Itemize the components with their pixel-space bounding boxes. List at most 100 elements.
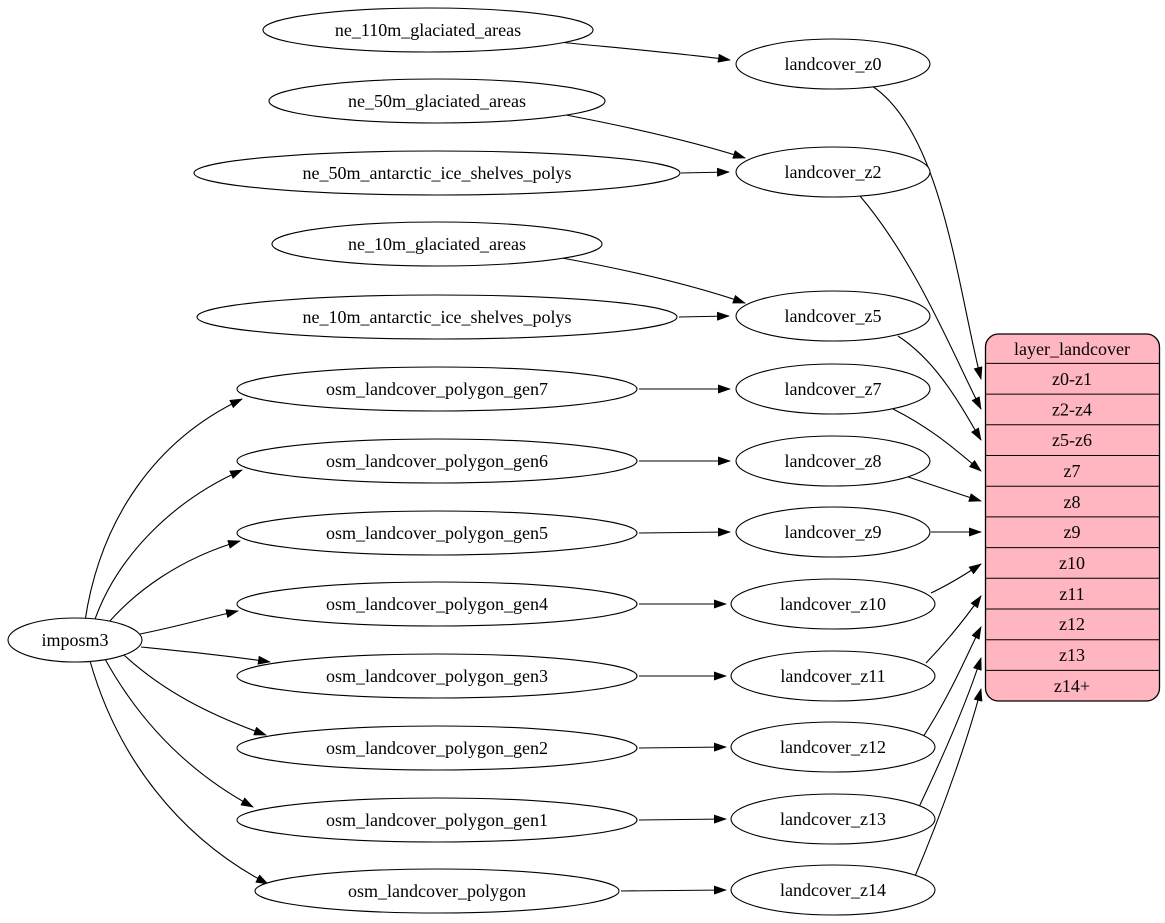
node-landcover-z2: landcover_z2	[735, 146, 931, 198]
node-ellipse	[730, 864, 936, 916]
node-ellipse	[7, 617, 143, 663]
record-row-z5-z6: z5-z6	[1052, 430, 1092, 450]
record-row-z2-z4: z2-z4	[1052, 400, 1092, 420]
record-row-z7: z7	[1064, 461, 1081, 481]
node-imposm3: imposm3	[7, 617, 143, 663]
node-landcover-z12: landcover_z12	[730, 721, 936, 773]
edge-z8-to-row-z8	[898, 473, 982, 502]
node-label: imposm3	[41, 630, 108, 650]
node-ellipse	[236, 797, 638, 843]
edge-imposm3-to-gen1	[104, 658, 254, 808]
node-ellipse	[262, 7, 594, 53]
edge-imposm3-to-gen2	[123, 654, 267, 736]
node-ellipse	[268, 78, 606, 124]
node-label: ne_50m_glaciated_areas	[348, 91, 526, 111]
node-osm-landcover-polygon-gen5: osm_landcover_polygon_gen5	[236, 510, 638, 556]
edge-layer	[84, 41, 983, 895]
node-ne-50m-antarctic-ice-shelves-polys: ne_50m_antarctic_ice_shelves_polys	[193, 150, 681, 196]
edge-ne10m-glaciated-to-z5	[561, 257, 746, 304]
edge-imposm3-to-gen6	[92, 469, 243, 626]
node-landcover-z8: landcover_z8	[735, 435, 931, 487]
node-landcover-z5: landcover_z5	[735, 290, 931, 342]
edge-z11-to-row-z11	[925, 595, 982, 664]
edge-ne50m-glaciated-to-z2	[565, 114, 746, 159]
node-ellipse	[735, 363, 931, 415]
node-label: osm_landcover_polygon_gen2	[326, 738, 548, 758]
node-label: osm_landcover_polygon_gen4	[326, 594, 548, 614]
node-ellipse	[196, 294, 678, 340]
edge-z10-to-row-z10	[930, 563, 982, 594]
node-label: landcover_z0	[785, 54, 882, 74]
node-landcover-z10: landcover_z10	[730, 578, 936, 630]
node-osm-landcover-polygon-gen6: osm_landcover_polygon_gen6	[236, 438, 638, 484]
node-ellipse	[735, 506, 931, 558]
node-ellipse	[735, 38, 931, 90]
edge-z7-to-row-z7	[892, 408, 982, 472]
node-ellipse	[730, 650, 936, 702]
node-ne-10m-antarctic-ice-shelves-polys: ne_10m_antarctic_ice_shelves_polys	[196, 294, 678, 340]
node-landcover-z9: landcover_z9	[735, 506, 931, 558]
node-ellipse	[730, 578, 936, 630]
edge-imposm3-to-gen5	[102, 540, 241, 630]
edge-ne110m-to-z0	[557, 41, 731, 63]
node-ellipse	[236, 581, 638, 627]
node-label: osm_landcover_polygon_gen7	[326, 379, 548, 399]
node-osm-landcover-polygon-gen2: osm_landcover_polygon_gen2	[236, 725, 638, 771]
edge-gen5-to-z9	[638, 527, 731, 537]
node-ellipse	[735, 290, 931, 342]
record-row-z0-z1: z0-z1	[1052, 369, 1092, 389]
edge-z2-to-row-z2z4	[859, 195, 982, 410]
node-label: landcover_z10	[780, 594, 886, 614]
node-ne-110m-glaciated-areas: ne_110m_glaciated_areas	[262, 7, 594, 53]
node-ellipse	[271, 221, 603, 267]
node-label: osm_landcover_polygon	[348, 881, 526, 901]
node-label: landcover_z13	[780, 809, 886, 829]
node-ellipse	[735, 435, 931, 487]
node-ne-10m-glaciated-areas: ne_10m_glaciated_areas	[271, 221, 603, 267]
node-layer-landcover-record: layer_landcover z0-z1 z2-z4 z5-z6 z7 z8 …	[984, 333, 1161, 702]
record-row-z11: z11	[1059, 584, 1084, 604]
node-ellipse	[730, 793, 936, 845]
node-ellipse	[236, 510, 638, 556]
edge-imposm3-to-polygon	[89, 660, 269, 885]
node-osm-landcover-polygon-gen4: osm_landcover_polygon_gen4	[236, 581, 638, 627]
node-landcover-z7: landcover_z7	[735, 363, 931, 415]
node-label: osm_landcover_polygon_gen1	[326, 810, 548, 830]
edge-ne10m-antarctic-to-z5	[678, 311, 730, 321]
node-label: osm_landcover_polygon_gen3	[326, 666, 548, 686]
edge-imposm3-to-gen4	[139, 609, 239, 635]
edge-imposm3-to-gen7	[84, 398, 243, 622]
node-label: landcover_z12	[780, 737, 886, 757]
record-row-z13: z13	[1059, 645, 1085, 665]
node-osm-landcover-polygon-gen7: osm_landcover_polygon_gen7	[236, 366, 638, 412]
node-ellipse	[236, 725, 638, 771]
node-ne-50m-glaciated-areas: ne_50m_glaciated_areas	[268, 78, 606, 124]
node-label: osm_landcover_polygon_gen5	[326, 523, 548, 543]
edge-z0-to-row-z0z1	[871, 85, 983, 380]
node-label: landcover_z14	[780, 880, 886, 900]
edge-polygon-to-z14	[620, 885, 727, 895]
node-landcover-z0: landcover_z0	[735, 38, 931, 90]
node-ellipse	[735, 146, 931, 198]
edge-z12-to-row-z12	[922, 626, 982, 738]
node-ellipse	[193, 150, 681, 196]
node-landcover-z11: landcover_z11	[730, 650, 936, 702]
edge-z13-to-row-z13	[917, 657, 982, 810]
record-row-z10: z10	[1059, 553, 1085, 573]
record-title: layer_landcover	[1014, 339, 1130, 359]
node-label: osm_landcover_polygon_gen6	[326, 451, 548, 471]
record-row-z9: z9	[1064, 522, 1081, 542]
node-label: landcover_z11	[780, 666, 885, 686]
node-osm-landcover-polygon: osm_landcover_polygon	[254, 868, 620, 914]
node-ellipse	[236, 366, 638, 412]
edge-ne50m-antarctic-to-z2	[680, 167, 730, 177]
edge-gen1-to-z13	[638, 814, 727, 824]
node-landcover-z13: landcover_z13	[730, 793, 936, 845]
node-ellipse	[236, 653, 638, 699]
node-label: landcover_z8	[785, 451, 882, 471]
node-label: ne_110m_glaciated_areas	[335, 20, 521, 40]
node-osm-landcover-polygon-gen1: osm_landcover_polygon_gen1	[236, 797, 638, 843]
node-label: landcover_z5	[785, 306, 882, 326]
